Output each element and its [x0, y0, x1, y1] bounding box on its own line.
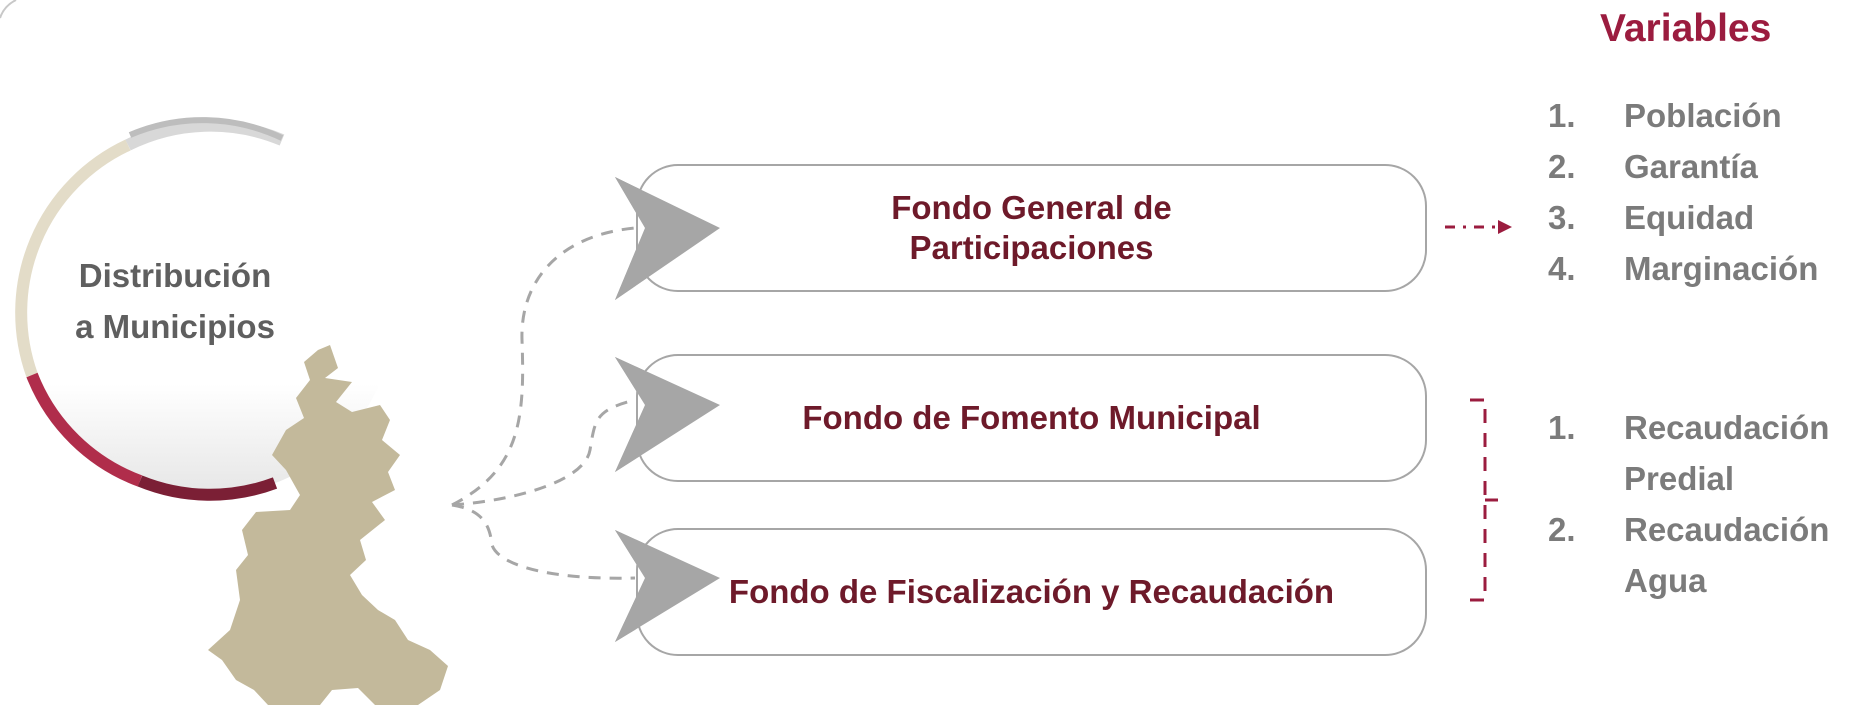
fund-box-fomento-label: Fondo de Fomento Municipal	[802, 399, 1261, 436]
list-item: 1. Población	[1548, 90, 1818, 141]
list-item-number: 4.	[1548, 250, 1576, 287]
fund-box-fiscalizacion: Fondo de Fiscalización y Recaudación	[636, 528, 1427, 656]
variables-list-fomento: 1. Recaudación Predial 2. Recaudación Ag…	[1548, 402, 1829, 606]
fund-box-general: Fondo General de Participaciones	[636, 164, 1427, 292]
list-item-number: 1.	[1548, 409, 1576, 446]
list-item: 2. Recaudación Agua	[1548, 504, 1829, 606]
list-item-text: Población	[1624, 97, 1782, 134]
connector-lines	[451, 226, 636, 580]
list-item-text: Recaudación Agua	[1624, 511, 1830, 599]
center-node-label-line1: Distribución	[78, 257, 272, 294]
variables-bracket	[1470, 398, 1498, 602]
corner-decoration	[0, 0, 17, 19]
list-item-text: Marginación	[1624, 250, 1819, 287]
variables-arrow	[1445, 220, 1512, 234]
fund-box-general-line2: Participaciones	[909, 229, 1154, 266]
list-item-number: 2.	[1548, 511, 1576, 548]
fund-box-fiscalizacion-label: Fondo de Fiscalización y Recaudación	[728, 573, 1335, 610]
list-item-text: Recaudación Predial	[1624, 409, 1830, 497]
list-item-text: Equidad	[1624, 199, 1755, 236]
list-item: 3. Equidad	[1548, 192, 1818, 243]
variables-list-general: 1. Población 2. Garantía 3. Equidad 4. M…	[1548, 90, 1818, 294]
list-item: 1. Recaudación Predial	[1548, 402, 1829, 504]
variables-heading: Variables	[1600, 7, 1772, 50]
list-item-number: 3.	[1548, 199, 1576, 236]
state-map-shape	[208, 345, 448, 705]
center-node-label: Distribución a Municipios	[60, 250, 290, 352]
list-item-text: Garantía	[1624, 148, 1758, 185]
list-item: 2. Garantía	[1548, 141, 1818, 192]
fund-box-fomento: Fondo de Fomento Municipal	[636, 354, 1427, 482]
list-item: 4. Marginación	[1548, 243, 1818, 294]
list-item-number: 2.	[1548, 148, 1576, 185]
center-node-label-line2: a Municipios	[75, 308, 275, 345]
list-item-number: 1.	[1548, 97, 1576, 134]
fund-box-general-line1: Fondo General de	[891, 189, 1172, 226]
